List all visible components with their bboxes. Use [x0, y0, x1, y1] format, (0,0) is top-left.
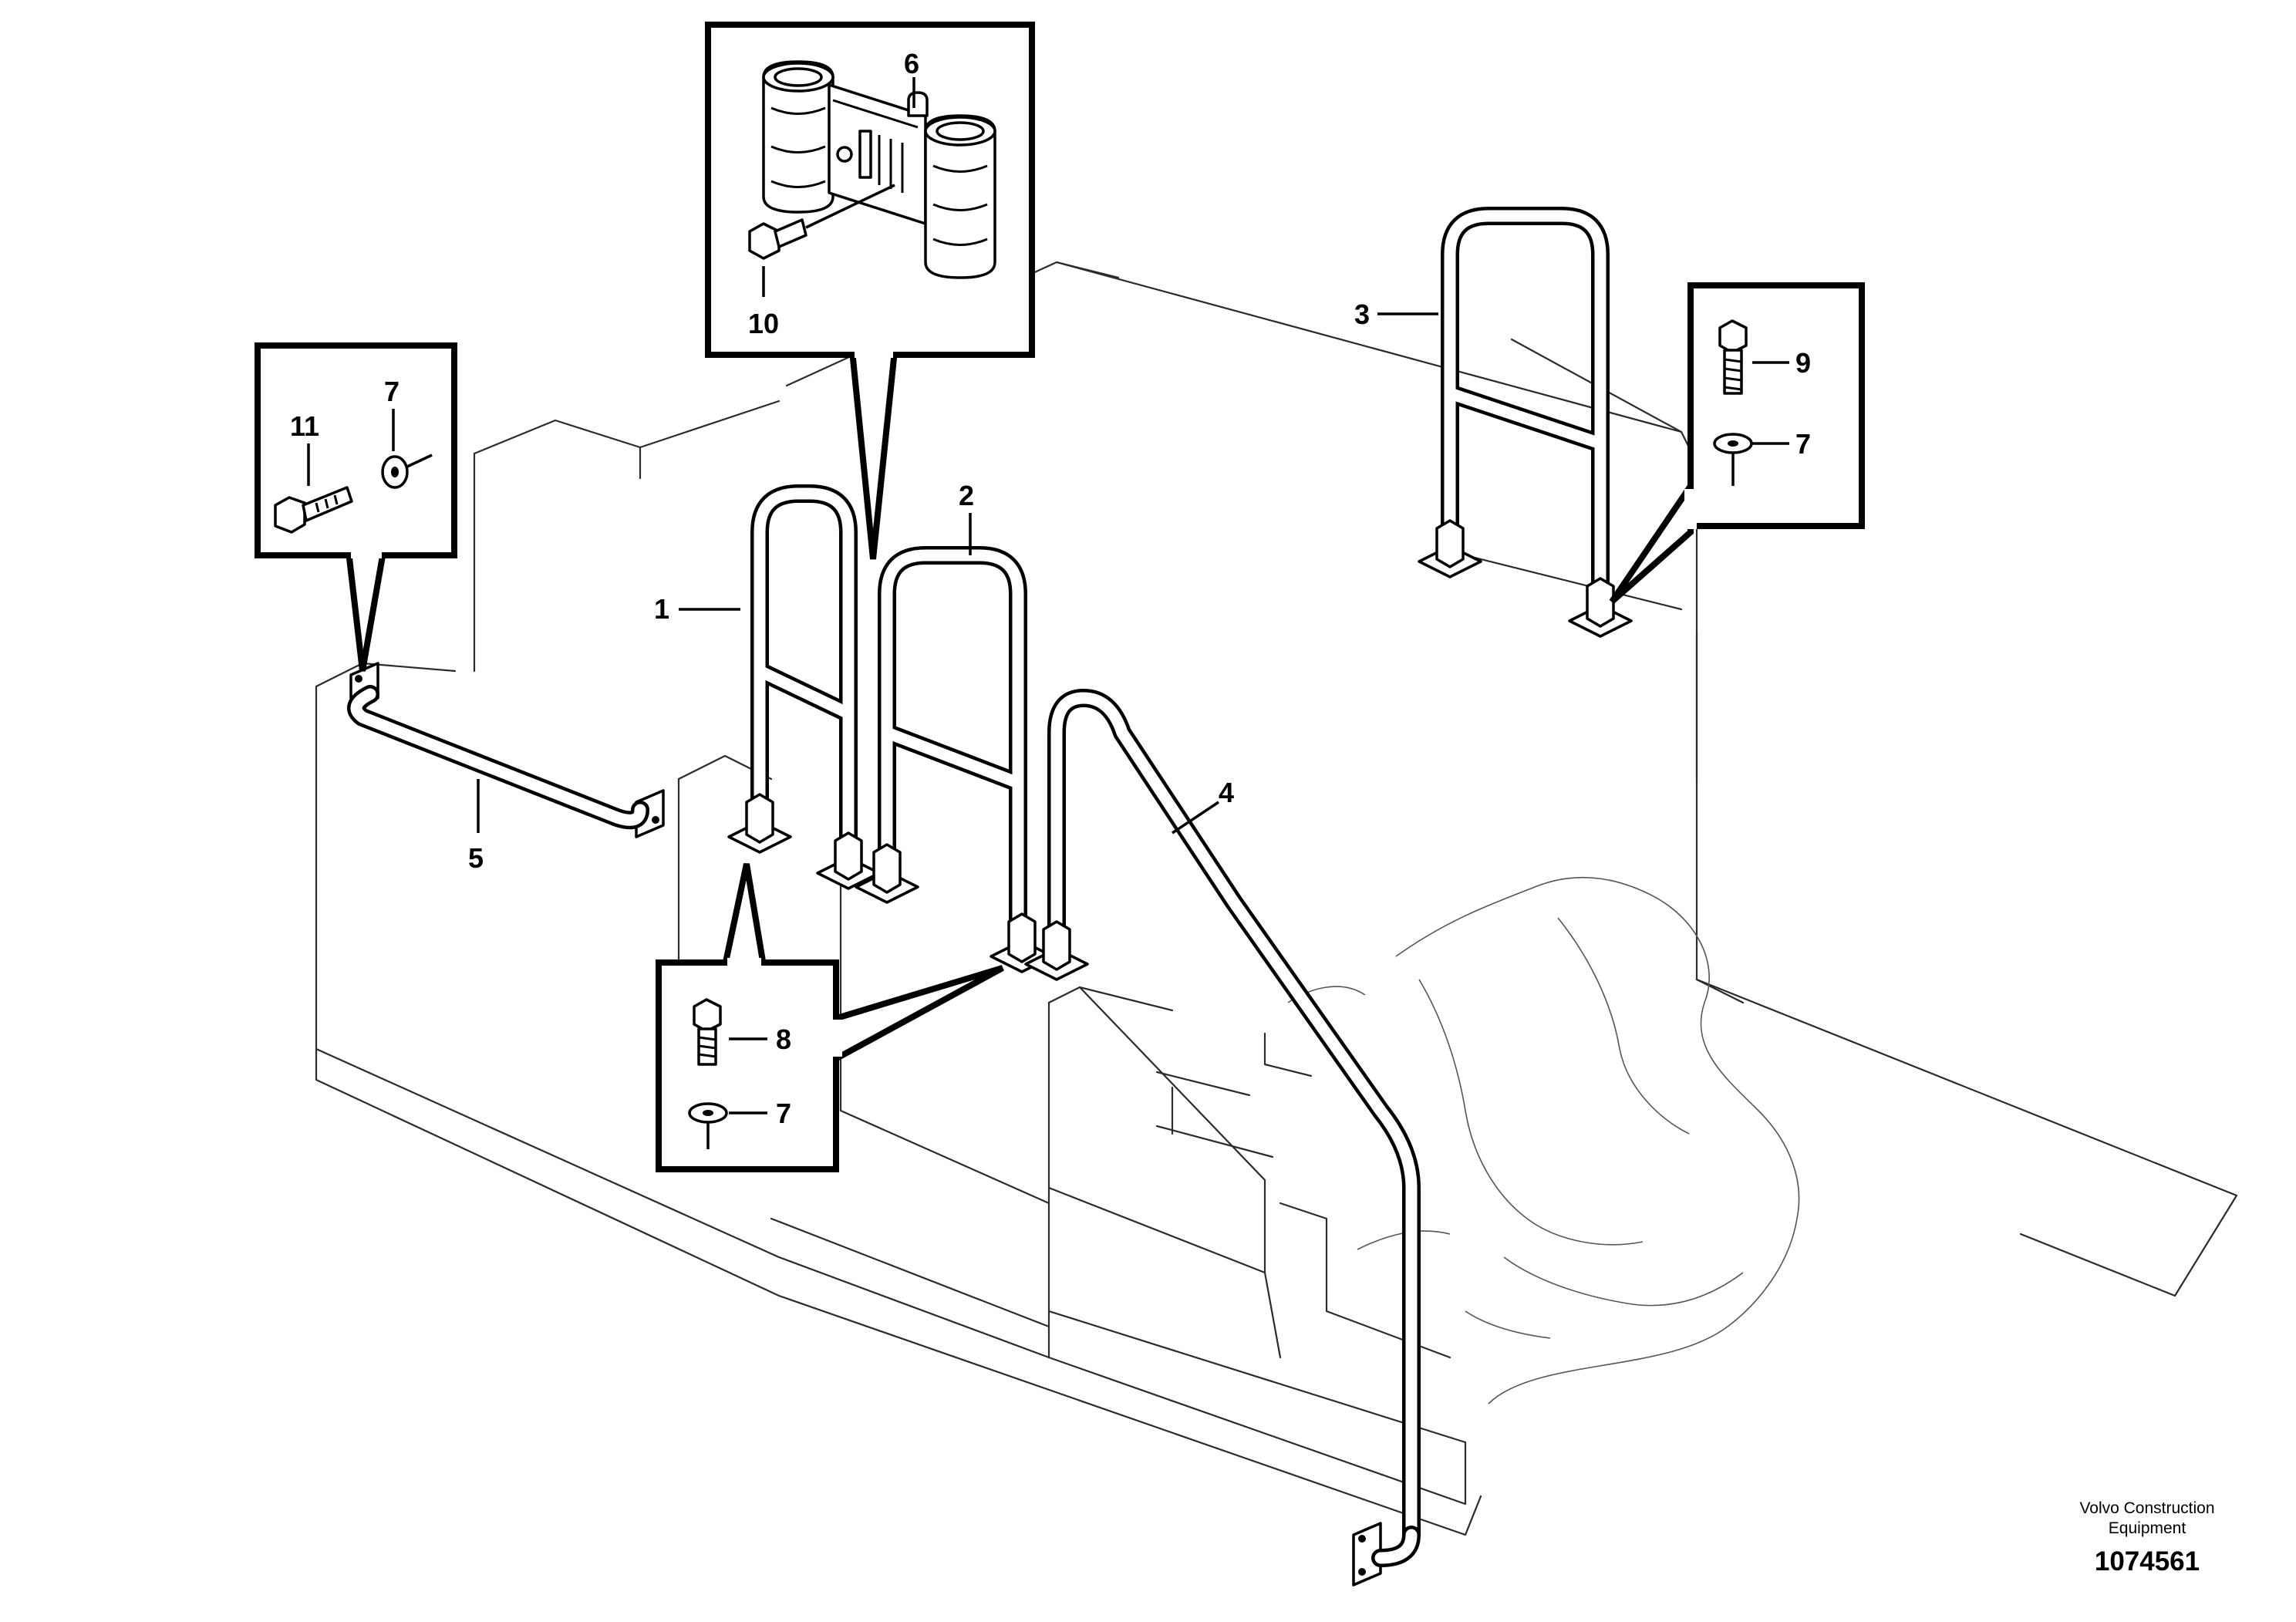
handrail-1 — [727, 484, 881, 890]
brand-line-1: Volvo Construction — [2079, 1499, 2214, 1517]
callout-grab-bar-fasteners — [255, 342, 457, 672]
label-part-2: 2 — [959, 480, 974, 511]
main-leaders — [477, 312, 1438, 835]
label-part-11: 11 — [290, 410, 319, 442]
part-labels: 1 2 3 4 5 6 7 7 7 8 9 10 11 — [290, 48, 1811, 1129]
brand-line-2: Equipment — [2109, 1519, 2186, 1537]
label-part-4: 4 — [1219, 777, 1234, 808]
label-part-7-right: 7 — [1795, 428, 1811, 460]
callout-base-fasteners-rear — [1609, 282, 1865, 604]
handrail-4 — [1024, 689, 1421, 1587]
label-part-10: 10 — [748, 308, 779, 339]
bolt-part-11 — [274, 486, 353, 534]
drawing-footer: Volvo Construction Equipment 1074561 — [2079, 1499, 2214, 1576]
callout-clamp-detail — [705, 22, 1035, 560]
label-part-7-left: 7 — [384, 376, 400, 407]
washer-part-7-left — [381, 454, 433, 489]
machine-body-outline — [315, 261, 2238, 1536]
bolt-part-8 — [693, 998, 722, 1066]
clamp-part-6 — [762, 60, 996, 279]
handrail-5 — [347, 662, 665, 838]
bolt-part-9 — [1718, 319, 1748, 395]
bolt-part-10 — [748, 184, 895, 260]
handrail-3 — [1418, 207, 1633, 638]
washer-part-7-right — [1713, 433, 1753, 486]
label-part-8: 8 — [776, 1023, 791, 1055]
handrail-2 — [855, 546, 1054, 973]
washer-part-7-bottom — [688, 1102, 728, 1149]
callout-base-fasteners-front — [656, 863, 1004, 1172]
label-part-9: 9 — [1795, 347, 1811, 379]
label-part-3: 3 — [1354, 298, 1370, 330]
label-part-7-bottom: 7 — [776, 1098, 791, 1129]
label-part-1: 1 — [654, 593, 669, 625]
drawing-number: 1074561 — [2095, 1546, 2200, 1576]
label-part-5: 5 — [468, 842, 484, 874]
label-part-6: 6 — [904, 48, 919, 79]
